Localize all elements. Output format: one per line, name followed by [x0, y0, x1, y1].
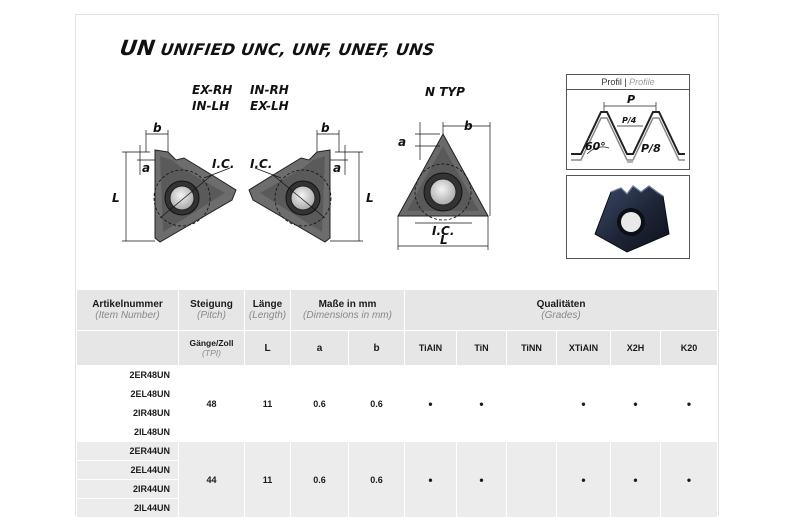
table-row: 2ER48UN 48 11 0.6 0.6 • • • • •: [76, 365, 719, 442]
pitch-value: 48: [178, 365, 245, 442]
dim-l-left: L: [112, 191, 120, 205]
table-header-row-1: Artikelnummer(Item Number) Steigung(Pitc…: [76, 289, 719, 331]
header-grade-tin: TiN: [456, 330, 507, 366]
dim-a-value: 0.6: [290, 365, 349, 442]
insert-drawings: b a L I.C. b a L I.C. b a I.C. L: [112, 119, 491, 250]
insert-n-type-drawing: [397, 122, 491, 250]
table-header-row-2: Gänge/Zoll(TPI) L a b TiAlN TiN TiNN XTi…: [76, 330, 719, 366]
table-row: 2ER44UN 44 11 0.6 0.6 • • • • •: [76, 441, 719, 518]
insert-middle-drawing: [248, 130, 363, 243]
dim-a-value: 0.6: [290, 441, 349, 518]
grade-mark: •: [556, 365, 611, 442]
profile-label-p4: P/4: [622, 116, 637, 125]
table-row: 2IL44UN: [76, 498, 718, 518]
dim-a-left: a: [142, 161, 150, 175]
profile-heading: Profil | Profile: [567, 75, 689, 90]
profile-label-p: P: [627, 93, 635, 106]
item-number: 2IR48UN: [76, 403, 179, 423]
grade-mark: •: [659, 365, 719, 442]
header-l: L: [244, 330, 291, 366]
length-value: 11: [244, 441, 291, 518]
header-tpi: Gänge/Zoll(TPI): [178, 330, 245, 366]
profile-label-p8: P/8: [641, 142, 661, 155]
header-b: b: [348, 330, 405, 366]
grade-mark: •: [556, 441, 611, 518]
item-number: 2IR44UN: [76, 479, 179, 499]
item-number: 2ER48UN: [76, 365, 179, 385]
table-row: 2EL48UN: [76, 384, 718, 404]
table-row: 2IL48UN: [76, 422, 718, 442]
header-grade-xtialn: XTiAlN: [556, 330, 611, 366]
length-value: 11: [244, 365, 291, 442]
pitch-value: 44: [178, 441, 245, 518]
header-grade-tialn: TiAlN: [404, 330, 457, 366]
header-grade-k20: K20: [659, 330, 719, 366]
header-length: Länge(Length): [244, 289, 291, 331]
header-pitch: Steigung(Pitch): [178, 289, 245, 331]
spec-table: Artikelnummer(Item Number) Steigung(Pitc…: [76, 289, 719, 518]
insert-photo-render: [594, 185, 670, 253]
label-ex-lh: EX-LH: [250, 99, 289, 113]
table-row: 2IR48UN: [76, 403, 718, 423]
dim-a-right: a: [398, 135, 406, 149]
header-a: a: [290, 330, 349, 366]
grade-mark: •: [456, 441, 507, 518]
dim-b-left: b: [153, 121, 162, 135]
header-grade-tinn: TiNN: [506, 330, 557, 366]
item-number: 2IL44UN: [76, 498, 179, 518]
dim-ic-mid: I.C.: [250, 157, 272, 171]
thread-profile-diagram: P P/4 P/8 60°: [571, 93, 685, 163]
header-blank: [76, 330, 179, 366]
grade-mark: •: [610, 365, 661, 442]
dim-a-mid: a: [333, 161, 341, 175]
label-in-rh: IN-RH: [250, 83, 289, 97]
label-in-lh: IN-LH: [192, 99, 230, 113]
insert-left-drawing: [122, 130, 237, 243]
dim-b-right: b: [464, 119, 473, 133]
grade-mark: •: [456, 365, 507, 442]
grade-mark: •: [610, 441, 661, 518]
item-number: 2EL48UN: [76, 384, 179, 404]
thread-profile-panel: Profil | Profile P P/4 P/8 60°: [566, 74, 690, 170]
header-dimensions: Maße in mm(Dimensions in mm): [290, 289, 405, 331]
label-ex-rh: EX-RH: [192, 83, 233, 97]
grade-mark: [506, 365, 557, 442]
dim-l-mid: L: [366, 191, 374, 205]
grade-mark: [506, 441, 557, 518]
grade-mark: •: [659, 441, 719, 518]
grade-mark: •: [404, 365, 457, 442]
dim-b-value: 0.6: [348, 441, 405, 518]
header-article: Artikelnummer(Item Number): [76, 289, 179, 331]
header-grades: Qualitäten(Grades): [403, 289, 719, 331]
item-number: 2EL44UN: [76, 460, 179, 480]
dim-b-mid: b: [321, 121, 330, 135]
dim-ic-right: I.C.: [432, 224, 454, 238]
profile-label-angle: 60°: [585, 140, 606, 153]
item-number: 2IL48UN: [76, 422, 179, 442]
grade-mark: •: [404, 441, 457, 518]
item-number: 2ER44UN: [76, 441, 179, 461]
label-n-typ: N TYP: [425, 85, 465, 99]
dim-l-right: L: [440, 233, 448, 247]
header-grade-x2h: X2H: [610, 330, 661, 366]
dim-ic-left: I.C.: [212, 157, 234, 171]
insert-photo: [566, 175, 690, 259]
dim-b-value: 0.6: [348, 365, 405, 442]
